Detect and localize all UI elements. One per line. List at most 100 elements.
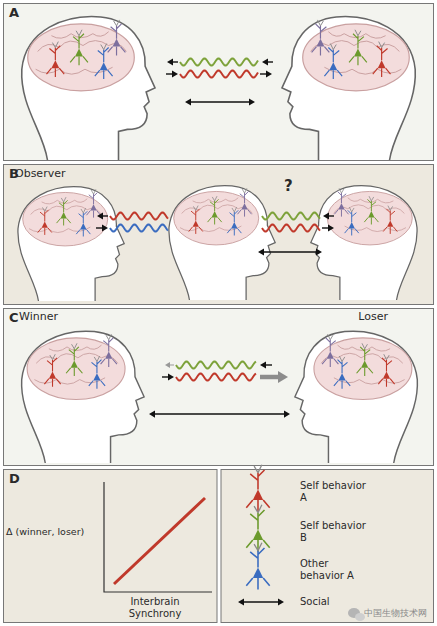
head-label: Winner (19, 311, 58, 324)
neuron-cell (108, 20, 126, 56)
neuron-axon (339, 356, 344, 361)
neuron-dendrites (378, 358, 394, 387)
signal-wave (180, 71, 258, 78)
brain (303, 24, 410, 91)
neuron-axon (349, 207, 354, 212)
panel-letter: A (9, 6, 19, 21)
neuron-soma (60, 212, 66, 218)
arrow-head (185, 98, 255, 105)
direction-arrow (260, 361, 272, 368)
arrow-head (328, 224, 334, 231)
brain-gyri (34, 345, 117, 384)
neuron-dendrites (364, 199, 378, 224)
panel-divider (217, 469, 218, 623)
head-shape (7, 183, 125, 301)
brain-gyri (180, 198, 252, 232)
neuron-soma (90, 204, 96, 210)
social-double-arrow (185, 98, 255, 105)
figure-panel: BObserver (3, 164, 434, 305)
neuron-dendrites (227, 210, 241, 235)
arrow-head (149, 410, 290, 417)
signal-wave (110, 213, 168, 220)
neuron-axon (72, 343, 77, 348)
neuron-soma (113, 39, 121, 47)
neuron-dendrites (345, 210, 359, 235)
arrow-head (260, 361, 266, 368)
neuron-dendrites (95, 48, 113, 80)
neuron-axon (106, 334, 111, 339)
neuron-axon (50, 354, 55, 359)
neuron-soma (100, 62, 108, 70)
neuron-cell (364, 196, 378, 224)
legend-text: Self behavior A (300, 480, 374, 503)
chart-axes (104, 482, 212, 592)
legend-text: Other behavior A (300, 558, 374, 581)
neuron-dendrites (373, 46, 391, 78)
neuron-cell (44, 354, 60, 387)
neuron-axon (388, 206, 393, 211)
arrow-shaft (244, 601, 278, 603)
signal-wave (262, 213, 320, 220)
neuron-soma (241, 203, 247, 209)
head-shape (294, 327, 430, 463)
neuron-soma (93, 373, 100, 380)
neuron-soma (80, 223, 86, 229)
neuron-axon (318, 20, 324, 26)
neuron-axon (76, 30, 82, 36)
neuron-axon (114, 20, 120, 26)
neuron-cell (246, 543, 269, 590)
head-label: Observer (15, 168, 65, 181)
head-illustration (311, 186, 417, 300)
head-illustration (18, 187, 124, 301)
arrow-shaft (173, 61, 178, 62)
neuron-axon (254, 543, 262, 551)
neuron-cell (86, 189, 100, 217)
social-double-arrow (258, 248, 322, 255)
arrow-head (323, 212, 329, 219)
arrow-head (97, 212, 103, 219)
neuron-dendrites (189, 209, 203, 234)
neuron-dendrites (108, 24, 126, 56)
brain-gyri (29, 199, 101, 233)
neuron-cell (95, 44, 113, 80)
signal-wave (180, 59, 258, 66)
direction-arrow (166, 70, 178, 77)
arrow-shaft (268, 61, 273, 62)
brain (327, 191, 412, 244)
neuron-axon (330, 44, 336, 50)
brain (174, 191, 259, 244)
neuron-axon (42, 207, 47, 212)
neuron-soma (49, 371, 56, 378)
neuron-soma (338, 373, 345, 380)
neuron-soma (349, 222, 355, 228)
neuron-cell (246, 465, 269, 512)
neuron-dendrites (246, 470, 269, 512)
arrow-head (165, 362, 170, 368)
figure-panel: D (3, 469, 434, 623)
neuron-cell (334, 188, 348, 216)
arrow-shaft (96, 227, 102, 228)
neuron-dendrites (334, 191, 348, 216)
figure-panel: CWinnerLoser (3, 308, 434, 466)
neuron-dendrites (383, 209, 397, 234)
neuron-axon (384, 354, 389, 359)
neuron-dendrites (57, 200, 71, 225)
neuron-dendrites (237, 191, 251, 216)
brain-gyri (36, 32, 127, 74)
arrow-shaft (191, 101, 249, 103)
neuron-axon (339, 188, 344, 193)
signal-wave (176, 374, 256, 381)
neuron-dendrites (38, 210, 52, 235)
neuron-soma (361, 361, 368, 368)
panel-divider (221, 469, 222, 623)
neuron-cell (357, 343, 373, 376)
head-outline (22, 331, 145, 463)
neuron-dendrites (334, 360, 350, 389)
neuron-cell (246, 505, 269, 552)
neuron-soma (253, 490, 263, 500)
neuron-axon (101, 44, 107, 50)
direction-arrow (167, 58, 178, 65)
head-node: Loser (294, 327, 430, 463)
head-node: Winner (9, 327, 145, 463)
